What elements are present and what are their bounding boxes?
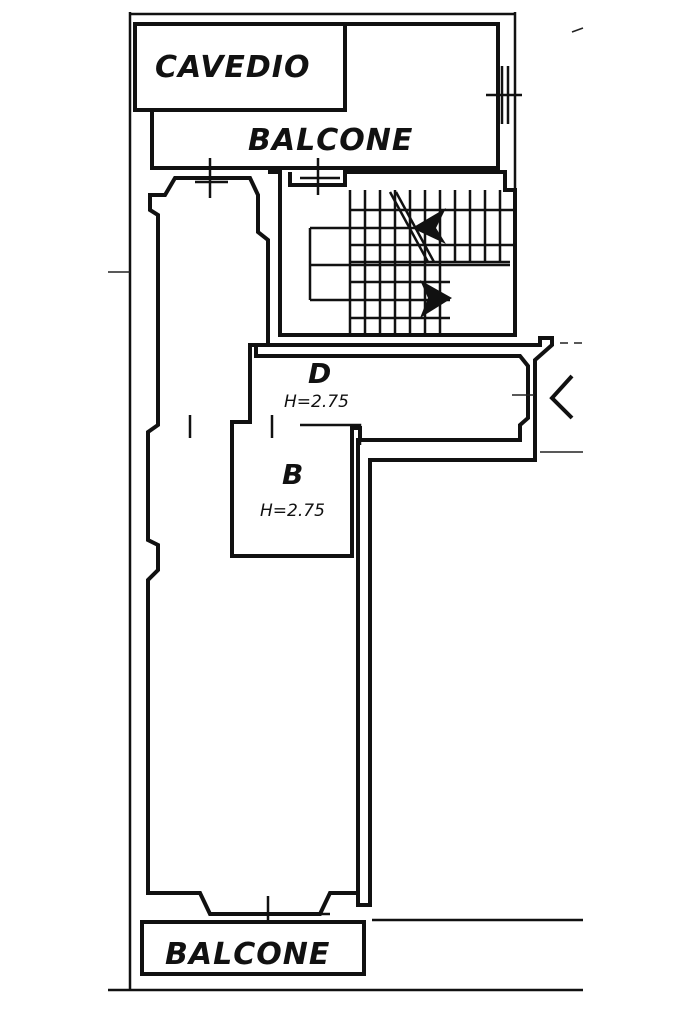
label-room-d: D xyxy=(308,357,331,390)
corridor-d-outline xyxy=(254,336,554,907)
stair-arrow-down-icon xyxy=(420,280,452,318)
corner-tick xyxy=(571,27,584,33)
window-stair-top xyxy=(300,158,340,195)
label-cavedio: CAVEDIO xyxy=(155,50,310,85)
label-balcone-top: BALCONE xyxy=(248,123,413,158)
label-room-b-height: H=2.75 xyxy=(260,501,325,521)
entrance-chevron-icon xyxy=(549,374,574,420)
stair-well-outline xyxy=(268,170,517,337)
label-balcone-bottom: BALCONE xyxy=(165,937,330,972)
window-main-top xyxy=(195,158,228,198)
corridor-d-inner xyxy=(300,423,362,445)
label-room-d-height: H=2.75 xyxy=(284,392,349,412)
stair-arrow-up-icon xyxy=(412,208,446,244)
balcone-bottom-block xyxy=(140,920,366,976)
label-room-b: B xyxy=(282,458,303,491)
